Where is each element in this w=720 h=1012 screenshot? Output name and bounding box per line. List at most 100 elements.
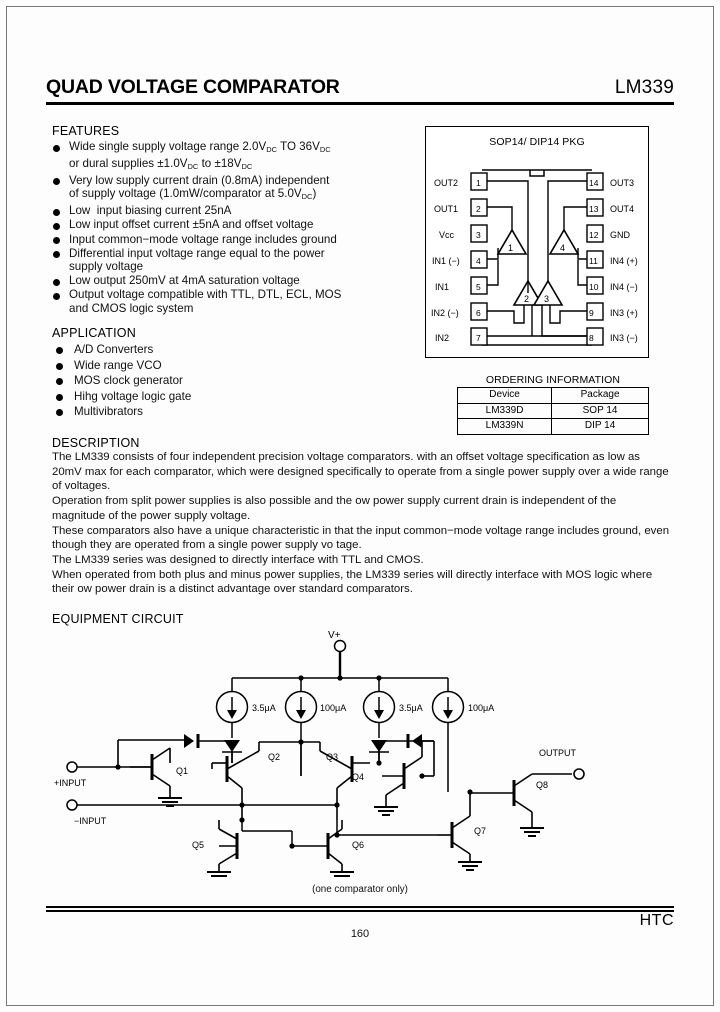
- description-paragraph: The LM339 series was designed to directl…: [52, 553, 424, 566]
- description-paragraph: The LM339 consists of four independent p…: [52, 451, 669, 493]
- pin-label: OUT2: [434, 178, 458, 188]
- comparator-number: 2: [524, 294, 529, 304]
- pin-number: 1: [476, 178, 481, 188]
- pin-label: IN1: [435, 282, 449, 292]
- transistor-q2: [211, 742, 260, 820]
- package-title: SOP14/ DIP14 PKG: [489, 136, 585, 148]
- application-item: Multivibrators: [52, 404, 352, 420]
- pin-label: IN3 (+): [610, 308, 638, 318]
- package-diagram: SOP14/ DIP14 PKG 1 OUT2 2 OUT1 3 Vcc 4 I…: [425, 126, 649, 358]
- pin-number: 2: [476, 204, 481, 214]
- pin-label: IN4 (+): [610, 256, 638, 266]
- current-sources: [215, 678, 465, 792]
- column-header-package: Package: [551, 387, 649, 404]
- comparator-number: 3: [544, 294, 549, 304]
- minus-input-label: −INPUT: [74, 816, 107, 826]
- description-paragraph: These comparators also have a unique cha…: [52, 524, 670, 552]
- left-pin-group: 1 OUT2 2 OUT1 3 Vcc 4 IN1 (−) 5 IN1 6 IN…: [431, 172, 488, 346]
- column-header-device: Device: [456, 387, 553, 404]
- transistor-q5: [207, 820, 239, 877]
- application-heading: APPLICATION: [52, 326, 136, 340]
- pin-label: OUT1: [434, 204, 458, 214]
- current-source-label: 100μA: [320, 703, 346, 713]
- right-pin-group: 14 OUT3 13 OUT4 12 GND 11 IN4 (+) 10 IN4…: [586, 172, 638, 346]
- transistor-label: Q1: [176, 766, 188, 776]
- application-list: A/D Converters Wide range VCO MOS clock …: [52, 342, 352, 420]
- pin-number: 3: [476, 230, 481, 240]
- pin-number: 9: [589, 308, 594, 318]
- right-lateral-pair: [378, 734, 435, 777]
- feature-item: Differential input voltage range equal t…: [52, 247, 412, 274]
- application-item: Wide range VCO: [52, 358, 352, 374]
- pin-number: 6: [476, 308, 481, 318]
- table-row: LM339N DIP 14: [456, 418, 649, 435]
- supply-label: V+: [328, 630, 341, 641]
- description-paragraph: Operation from split power supplies is a…: [52, 495, 617, 522]
- cell-device: LM339D: [456, 402, 553, 419]
- transistor-label: Q6: [352, 840, 364, 850]
- ordering-table: Device Package LM339D SOP 14 LM339N DIP …: [456, 387, 649, 435]
- footer-brand: HTC: [639, 912, 674, 929]
- plus-input-label: +INPUT: [54, 778, 87, 788]
- application-section: APPLICATION A/D Converters Wide range VC…: [52, 326, 352, 420]
- pin-label: OUT4: [610, 204, 634, 214]
- table-header-row: Device Package: [456, 387, 649, 404]
- package-pinout-svg: 1 OUT2 2 OUT1 3 Vcc 4 IN1 (−) 5 IN1 6 IN…: [431, 169, 638, 346]
- transistor-label: Q3: [326, 752, 338, 762]
- transistor-label: Q2: [268, 752, 280, 762]
- pin-label: GND: [610, 230, 631, 240]
- output-label: OUTPUT: [539, 748, 577, 758]
- feature-item: Low output 250mV at 4mA saturation volta…: [52, 274, 412, 288]
- pin-label: OUT3: [610, 178, 634, 188]
- pin-label: IN3 (−): [610, 333, 638, 343]
- transistor-q6: [292, 820, 354, 877]
- circuit-caption: (one comparator only): [312, 884, 408, 895]
- pin-number: 8: [589, 333, 594, 343]
- transistor-label: Q8: [536, 780, 548, 790]
- transistor-q1: [130, 747, 182, 807]
- transistor-q7: [437, 792, 482, 871]
- transistor-q8: [470, 768, 585, 837]
- page-header: QUAD VOLTAGE COMPARATOR LM339: [46, 76, 674, 105]
- left-lateral-pair: [117, 734, 233, 767]
- feature-item: Output voltage compatible with TTL, DTL,…: [52, 288, 412, 315]
- transistor-label: Q7: [474, 826, 486, 836]
- pin-number: 7: [476, 333, 481, 343]
- pin-label: IN2 (−): [431, 308, 459, 318]
- feature-item: Very low supply current drain (0.8mA) in…: [52, 174, 412, 204]
- pin-label: IN2: [435, 333, 449, 343]
- pin-number: 11: [589, 256, 598, 266]
- pin-number: 5: [476, 282, 481, 292]
- feature-item: Wide single supply voltage range 2.0VDC …: [52, 140, 412, 173]
- pin-label: IN1 (−): [432, 256, 460, 266]
- equipment-circuit-schematic: V+: [54, 630, 585, 877]
- current-source-label: 100μA: [468, 703, 494, 713]
- application-item: A/D Converters: [52, 342, 352, 358]
- description-paragraph: When operated from both plus and minus p…: [52, 568, 653, 596]
- page-number: 160: [350, 928, 370, 940]
- application-item: MOS clock generator: [52, 373, 352, 389]
- features-section: FEATURES Wide single supply voltage rang…: [52, 124, 412, 316]
- pin-label: IN4 (−): [610, 282, 638, 292]
- pin-number: 10: [589, 282, 599, 292]
- comparator-symbols: [496, 228, 580, 306]
- description-heading: DESCRIPTION: [52, 436, 140, 450]
- pin-number: 4: [476, 256, 481, 266]
- ordering-information: ORDERING INFORMATION Device Package LM33…: [456, 374, 649, 435]
- footer-divider: [46, 906, 674, 912]
- current-source-label: 3.5μA: [252, 703, 276, 713]
- header-divider: [46, 102, 674, 105]
- features-list: Wide single supply voltage range 2.0VDC …: [52, 140, 412, 316]
- comparator-number: 1: [508, 243, 513, 253]
- feature-item: Low input biasing current 25nA: [52, 204, 412, 218]
- features-heading: FEATURES: [52, 124, 120, 138]
- comparator-number: 4: [560, 243, 565, 253]
- pin-number: 14: [589, 178, 599, 188]
- description-section: DESCRIPTION The LM339 consists of four i…: [52, 436, 670, 597]
- feature-item: Low input offset current ±5nA and offset…: [52, 218, 412, 232]
- cell-device: LM339N: [456, 418, 553, 435]
- cell-package: SOP 14: [551, 402, 649, 419]
- internal-wiring: [487, 180, 587, 337]
- table-row: LM339D SOP 14: [456, 402, 649, 419]
